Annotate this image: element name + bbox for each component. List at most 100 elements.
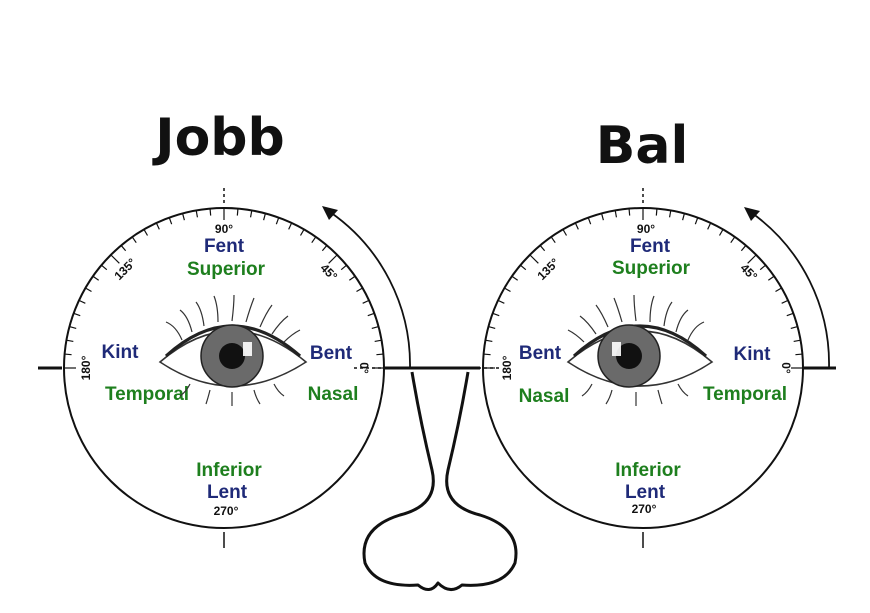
degree-tick: [101, 264, 108, 271]
left-eye-arrowhead: [744, 207, 760, 221]
degree-tick: [520, 264, 527, 271]
right-eye-bottom-latin: Inferior: [196, 460, 262, 481]
degree-tick: [348, 275, 356, 281]
right-eye-title: Jobb: [152, 108, 285, 168]
left-eye-degree-ticks: [483, 208, 803, 369]
degree-tick: [236, 208, 239, 216]
degree-tick: [367, 312, 375, 317]
degree-tick: [529, 254, 539, 264]
left-eye-deg-270: 270°: [632, 502, 657, 516]
degree-tick: [371, 326, 379, 329]
right-eye-arrowhead: [322, 206, 338, 220]
pupil: [219, 343, 245, 369]
degree-tick: [539, 245, 546, 252]
right-eye-left-latin: Temporal: [105, 384, 189, 405]
right-eye-right-latin: Nasal: [308, 384, 359, 405]
left-eye-bottom-local: Lent: [625, 482, 666, 503]
degree-tick: [288, 222, 293, 230]
eye-highlight: [243, 342, 252, 356]
degree-tick: [66, 339, 74, 343]
left-eye-right-local: Kint: [734, 344, 772, 365]
degree-tick: [73, 312, 81, 317]
degree-tick: [374, 339, 382, 343]
degree-tick: [793, 339, 801, 343]
left-eye-right-latin: Temporal: [703, 384, 787, 405]
degree-tick: [182, 213, 185, 221]
right-eye-illustration: [158, 294, 308, 406]
degree-tick: [110, 254, 120, 264]
degree-tick: [707, 222, 712, 230]
degree-tick: [321, 245, 328, 252]
left-eye-title: Bal: [596, 116, 689, 176]
degree-tick: [263, 213, 266, 221]
degree-tick: [497, 299, 505, 304]
degree-tick: [488, 326, 496, 329]
degree-tick: [78, 299, 86, 304]
degree-tick: [655, 208, 658, 216]
degree-tick: [131, 236, 137, 244]
degree-tick: [328, 254, 338, 264]
degree-tick: [668, 210, 672, 218]
left-eye-top-local: Fent: [630, 236, 671, 257]
degree-tick: [485, 339, 493, 343]
degree-tick: [155, 222, 160, 230]
degree-tick: [614, 210, 618, 218]
degree-tick: [628, 208, 631, 216]
eyelash-icon: [165, 294, 301, 406]
right-eye-deg-90: 90°: [215, 222, 233, 236]
degree-tick: [209, 208, 212, 216]
degree-tick: [92, 275, 100, 281]
degree-tick: [574, 222, 579, 230]
degree-tick: [299, 229, 305, 236]
left-eye-top-latin: Superior: [612, 258, 691, 279]
degree-tick: [356, 287, 363, 293]
degree-tick: [767, 275, 775, 281]
right-eye-right-local: Bent: [310, 343, 353, 364]
nose-outline: [362, 371, 518, 591]
degree-tick: [759, 264, 766, 271]
degree-tick: [790, 326, 798, 329]
left-eye-illustration: [566, 294, 714, 406]
degree-tick: [483, 353, 491, 356]
left-eye-deg-0: 0°: [779, 362, 793, 374]
degree-tick: [492, 312, 500, 317]
degree-tick: [362, 299, 370, 304]
left-eye-deg-45: 45°: [737, 261, 760, 284]
degree-tick: [340, 264, 347, 271]
eye-highlight: [612, 342, 621, 356]
degree-tick: [786, 312, 794, 317]
degree-tick: [562, 229, 568, 236]
degree-tick: [587, 217, 592, 225]
left-eye-deg-135: 135°: [534, 255, 562, 283]
degree-tick: [311, 236, 317, 244]
degree-tick: [781, 299, 789, 304]
degree-tick: [730, 236, 736, 244]
left-eye-rotation-arrow: [751, 212, 830, 369]
left-eye-bottom-latin: Inferior: [615, 460, 681, 481]
degree-tick: [504, 287, 511, 293]
degree-tick: [195, 210, 199, 218]
right-eye-deg-0: 0°: [357, 362, 371, 374]
right-eye-rotation-arrow: [329, 211, 411, 369]
degree-tick: [775, 287, 782, 293]
degree-tick: [718, 229, 724, 236]
degree-tick: [740, 245, 747, 252]
degree-tick: [143, 229, 149, 236]
right-eye-left-local: Kint: [102, 342, 140, 363]
degree-tick: [795, 353, 803, 356]
right-eye-bottom-local: Lent: [207, 482, 248, 503]
degree-tick: [120, 245, 127, 252]
left-eye-deg-90: 90°: [637, 222, 655, 236]
right-eye-top-local: Fent: [204, 236, 245, 257]
degree-tick: [682, 213, 685, 221]
right-eye-deg-180: 180°: [79, 355, 93, 380]
right-eye-top-latin: Superior: [187, 259, 266, 280]
right-eye-chart: Jobb 90° 135° 45° 180° 0° 270° Fent Supe…: [38, 108, 411, 548]
degree-tick: [275, 217, 280, 225]
degree-tick: [69, 326, 77, 329]
degree-tick: [376, 353, 384, 356]
right-eye-degree-ticks: [64, 208, 384, 369]
upper-lid-crease: [572, 324, 708, 358]
right-eye-deg-270: 270°: [214, 504, 239, 518]
